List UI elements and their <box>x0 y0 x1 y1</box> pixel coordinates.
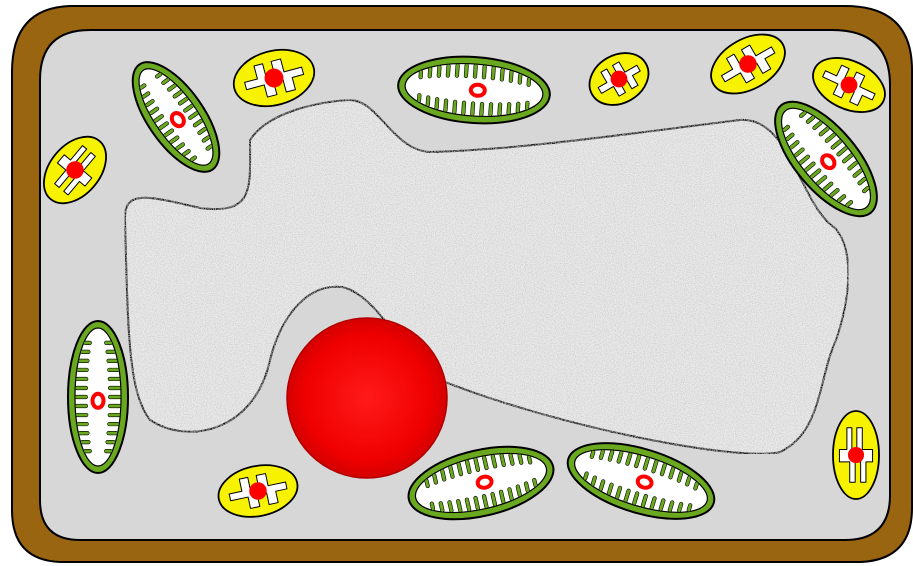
chloroplast <box>68 321 128 473</box>
mitochondrion <box>833 411 879 499</box>
nucleus <box>287 318 447 478</box>
